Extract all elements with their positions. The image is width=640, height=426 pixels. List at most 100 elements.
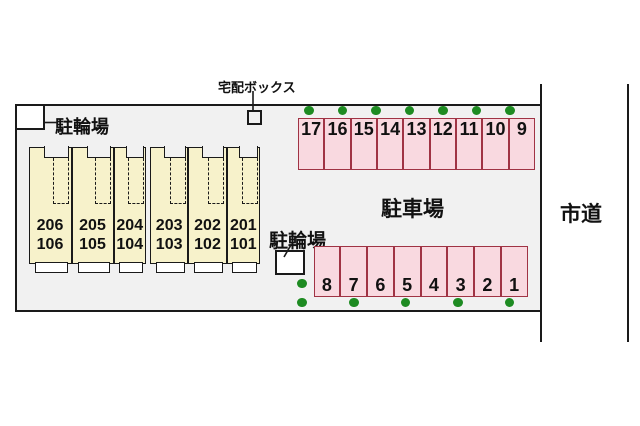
stall-number: 14 <box>380 119 401 139</box>
parking-stall: 7 <box>340 246 367 297</box>
stall-number: 15 <box>353 119 374 139</box>
greenery-dot <box>371 105 381 116</box>
room-number-lower: 103 <box>155 235 183 253</box>
delivery-box <box>246 110 262 125</box>
parking-stall: 14 <box>377 118 404 170</box>
parking-stall: 8 <box>313 246 341 297</box>
parking-stall: 9 <box>508 118 535 170</box>
unit-entrance-notch <box>125 146 145 158</box>
parking-stall: 4 <box>420 246 448 297</box>
room-number-lower: 104 <box>116 235 144 253</box>
delivery-box-label: 宅配ボックス <box>218 80 296 95</box>
parking-stall: 6 <box>367 246 394 297</box>
parking-stall: 1 <box>500 246 528 297</box>
unit-entrance-notch <box>239 146 258 158</box>
bicycle-parking-box-top <box>15 104 45 130</box>
bicycle-parking-label-top: 駐輪場 <box>55 117 109 137</box>
parking-stall: 16 <box>324 118 351 170</box>
unit-porch <box>155 261 186 273</box>
city-road-label: 市道 <box>560 203 602 226</box>
greenery-dot <box>304 105 314 116</box>
stall-number: 7 <box>348 275 359 295</box>
stall-number: 3 <box>455 275 466 295</box>
unit-porch <box>118 261 144 273</box>
stall-number: 6 <box>375 275 386 295</box>
greenery-dot <box>453 297 463 308</box>
bicycle-parking-box-mid <box>275 250 305 275</box>
parking-lot-label: 駐車場 <box>381 198 444 221</box>
stall-number: 11 <box>459 119 479 139</box>
unit-entrance-notch <box>164 146 186 158</box>
room-number-lower: 106 <box>36 235 64 253</box>
stall-number: 10 <box>485 119 506 139</box>
room-number-lower: 105 <box>79 235 106 253</box>
room-number-lower: 102 <box>194 235 221 253</box>
stall-number: 12 <box>432 119 453 139</box>
parking-stall: 3 <box>447 246 474 297</box>
unit-porch <box>35 261 68 273</box>
stairwell-icon <box>208 157 225 204</box>
greenery-dot <box>471 105 482 116</box>
stall-number: 1 <box>509 275 520 295</box>
stall-number: 16 <box>327 119 348 139</box>
greenery-dot <box>297 278 307 289</box>
stall-number: 13 <box>406 119 427 139</box>
greenery-dot <box>504 297 515 308</box>
parking-stall: 10 <box>482 118 509 170</box>
parking-stall: 12 <box>429 118 456 170</box>
room-number-upper: 206 <box>36 216 64 234</box>
room-number-upper: 205 <box>79 216 106 234</box>
parking-stall: 11 <box>456 118 483 170</box>
road-line-right <box>627 84 629 342</box>
greenery-dot <box>404 105 415 116</box>
room-number-upper: 203 <box>155 216 183 234</box>
unit-entrance-notch <box>202 146 225 158</box>
stall-number: 5 <box>402 275 413 295</box>
room-number-upper: 204 <box>116 216 144 234</box>
greenery-dot <box>438 105 448 116</box>
parking-stall: 2 <box>474 246 501 297</box>
greenery-dot <box>337 105 348 116</box>
unit-entrance-notch <box>44 146 69 158</box>
stairwell-icon <box>94 157 111 204</box>
unit-porch <box>194 261 224 273</box>
unit-entrance-notch <box>86 146 111 158</box>
greenery-dot <box>297 297 307 308</box>
greenery-dot <box>349 297 359 308</box>
stall-number: 4 <box>428 275 439 295</box>
room-number-lower: 101 <box>229 235 257 253</box>
stairwell-icon <box>241 157 258 204</box>
bicycle-parking-label-mid: 駐輪場 <box>269 231 327 252</box>
stall-number: 8 <box>321 275 332 295</box>
room-number-upper: 201 <box>229 216 257 234</box>
stairwell-icon <box>169 157 186 204</box>
parking-stall: 5 <box>393 246 421 297</box>
greenery-dot <box>505 105 515 116</box>
unit-porch <box>77 261 110 273</box>
stall-number: 9 <box>516 119 527 139</box>
greenery-dot <box>400 297 411 308</box>
room-number-upper: 202 <box>194 216 221 234</box>
stall-number: 2 <box>482 275 493 295</box>
parking-stall: 13 <box>403 118 430 170</box>
stairwell-icon <box>128 157 145 204</box>
parking-stall: 15 <box>350 118 377 170</box>
road-line-left <box>540 84 542 342</box>
parking-stall: 17 <box>298 118 325 170</box>
